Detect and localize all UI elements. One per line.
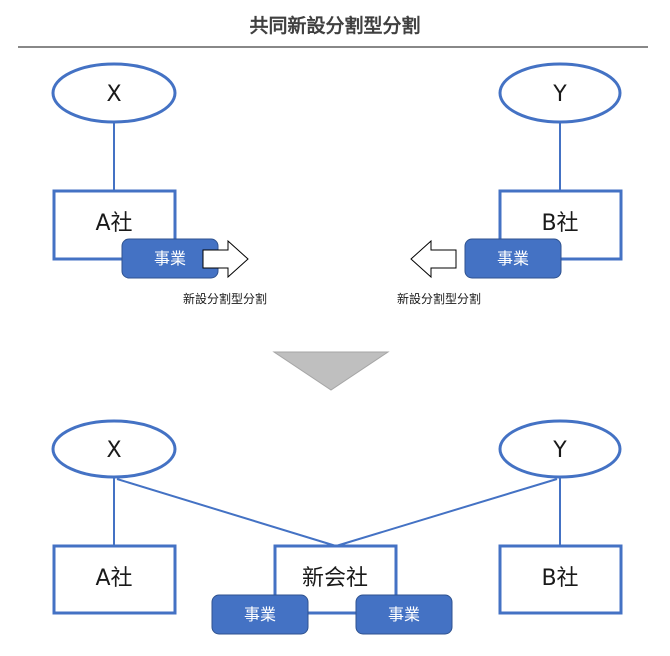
company-a: A社 bbox=[52, 544, 177, 615]
business-new-2: 事業 bbox=[355, 594, 453, 635]
business-box bbox=[355, 594, 453, 635]
shareholder-y: Y bbox=[498, 419, 622, 479]
split-caption: 新設分割型分割 bbox=[183, 291, 267, 306]
before-section: X Y A社 B社 事業 事業 新設分割型分割 bbox=[51, 62, 623, 306]
business-b: 事業 bbox=[464, 238, 562, 279]
business-label: 事業 bbox=[497, 249, 529, 268]
shareholder-x: X bbox=[51, 62, 177, 124]
company-box bbox=[498, 544, 623, 615]
split-caption: 新設分割型分割 bbox=[397, 291, 481, 306]
business-a: 事業 bbox=[121, 238, 219, 279]
transition-arrow-down-icon bbox=[272, 351, 390, 391]
company-label: B社 bbox=[541, 211, 578, 236]
business-box bbox=[464, 238, 562, 279]
business-label: 事業 bbox=[388, 605, 420, 624]
business-new-1: 事業 bbox=[211, 594, 309, 635]
shareholder-label: Y bbox=[552, 438, 567, 463]
company-label: 新会社 bbox=[302, 566, 368, 591]
shareholder-x: X bbox=[51, 419, 177, 479]
company-b: B社 bbox=[498, 544, 623, 615]
business-label: 事業 bbox=[154, 249, 186, 268]
company-label: B社 bbox=[541, 566, 578, 591]
edge-x-new bbox=[116, 478, 337, 547]
diagram-title: 共同新設分割型分割 bbox=[249, 14, 420, 37]
after-section: X Y A社 新会社 B社 事業 事業 bbox=[51, 419, 623, 635]
split-arrow-right-icon bbox=[202, 239, 249, 279]
shareholder-ellipse bbox=[51, 419, 177, 479]
split-arrow-left-icon bbox=[410, 239, 457, 279]
edge-y-new bbox=[335, 478, 558, 547]
shareholder-ellipse bbox=[498, 419, 622, 479]
shareholder-ellipse bbox=[51, 62, 177, 124]
shareholder-label: Y bbox=[552, 82, 567, 107]
shareholder-label: X bbox=[106, 82, 121, 107]
shareholder-label: X bbox=[106, 438, 121, 463]
business-label: 事業 bbox=[244, 605, 276, 624]
shareholder-ellipse bbox=[498, 62, 622, 124]
company-box bbox=[52, 544, 177, 615]
shareholder-y: Y bbox=[498, 62, 622, 124]
company-label: A社 bbox=[95, 211, 132, 236]
business-box bbox=[211, 594, 309, 635]
company-label: A社 bbox=[95, 566, 132, 591]
